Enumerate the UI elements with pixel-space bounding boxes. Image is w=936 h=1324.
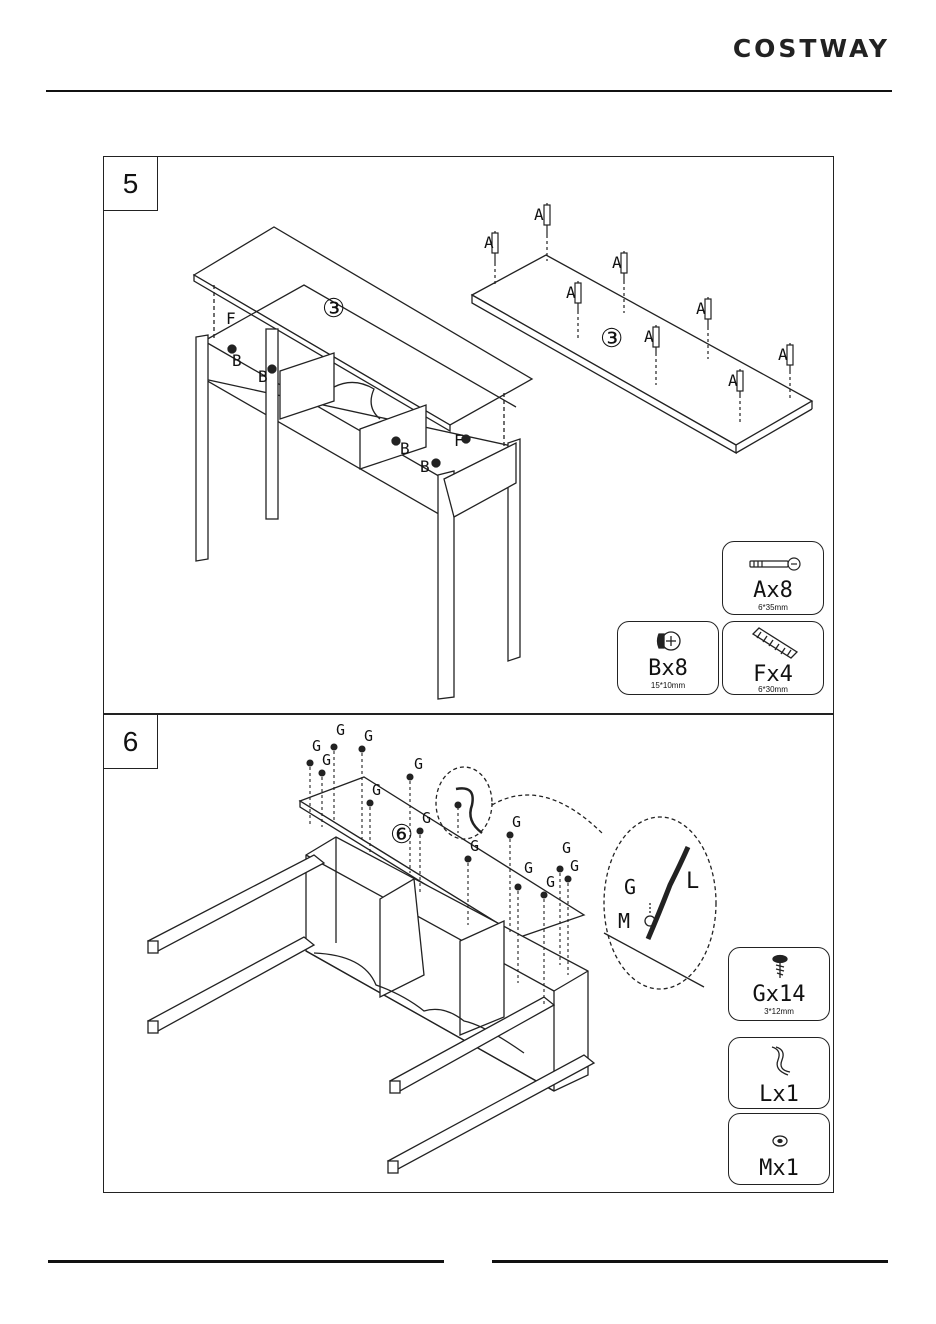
step-6-label-g-callout: G [624,875,636,899]
step-6-label-g4: G [322,751,331,769]
step-6-panel-number: ⑥ [390,819,413,850]
part-f-spec: 6*30mm [723,686,823,694]
step-6-assembly-diagram [104,715,835,1194]
step-5-label-b2: B [258,367,268,386]
step-6-label-g3: G [364,727,373,745]
step-6-label-g8: G [512,813,521,831]
step-5-label-a8: A [778,345,788,364]
wood-screw-icon [770,954,790,980]
step-6-label-g12: G [562,839,571,857]
step-6-label-g11: G [546,873,555,891]
step-5-right-panel-number: ③ [600,323,623,354]
part-card-g: Gx14 3*12mm [728,947,830,1021]
part-card-b: Bx8 15*10mm [617,621,719,695]
step-6-label-g13: G [570,857,579,875]
step-6-label-g5: G [414,755,423,773]
header-divider [46,90,892,92]
part-g-spec: 3*12mm [729,1008,829,1016]
part-card-a: Ax8 6*35mm [722,541,824,615]
step-5-label-a1: A [484,233,494,252]
step-6-label-g9: G [470,837,479,855]
step-5-panel: 5 [103,156,834,714]
step-5-label-f: F [226,309,236,328]
step-6-label-l-callout: L [686,869,699,894]
part-b-spec: 15*10mm [618,682,718,690]
part-a-label: Ax8 [723,580,823,602]
step-5-label-b1: B [232,351,242,370]
part-a-spec: 6*35mm [723,604,823,612]
part-g-label: Gx14 [729,984,829,1006]
step-5-label-a5: A [644,327,654,346]
step-5-label-b4: B [420,457,430,476]
part-l-label: Lx1 [729,1084,829,1106]
step-6-label-g2: G [336,721,345,739]
curved-bracket-icon [768,1044,792,1078]
step-5-label-a3: A [612,253,622,272]
step-5-label-a4: A [566,283,576,302]
part-m-label: Mx1 [729,1158,829,1180]
step-5-left-panel-number: ③ [322,293,345,324]
step-6-label-g7: G [422,809,431,827]
footer-rule-right [492,1260,888,1263]
step-6-label-m-callout: M [618,909,630,933]
cam-lock-icon [654,628,684,654]
step-6-label-g10: G [524,859,533,877]
part-f-label: Fx4 [723,664,823,686]
brand-logo: COSTWAY [733,34,890,63]
part-b-label: Bx8 [618,658,718,680]
footer-rule-left [48,1260,444,1263]
step-5-label-a7: A [728,371,738,390]
bolt-icon [744,556,804,572]
part-card-l: Lx1 [728,1037,830,1109]
part-card-f: Fx4 6*30mm [722,621,824,695]
step-6-panel: 6 [103,714,834,1193]
dowel-icon [747,626,803,660]
step-6-label-g1: G [312,737,321,755]
step-5-label-f2: F [454,431,464,450]
step-5-label-a6: A [696,299,706,318]
step-5-label-b3: B [400,439,410,458]
part-card-m: Mx1 [728,1113,830,1185]
step-5-label-a2: A [534,205,544,224]
step-6-label-g6: G [372,781,381,799]
washer-icon [770,1134,790,1148]
